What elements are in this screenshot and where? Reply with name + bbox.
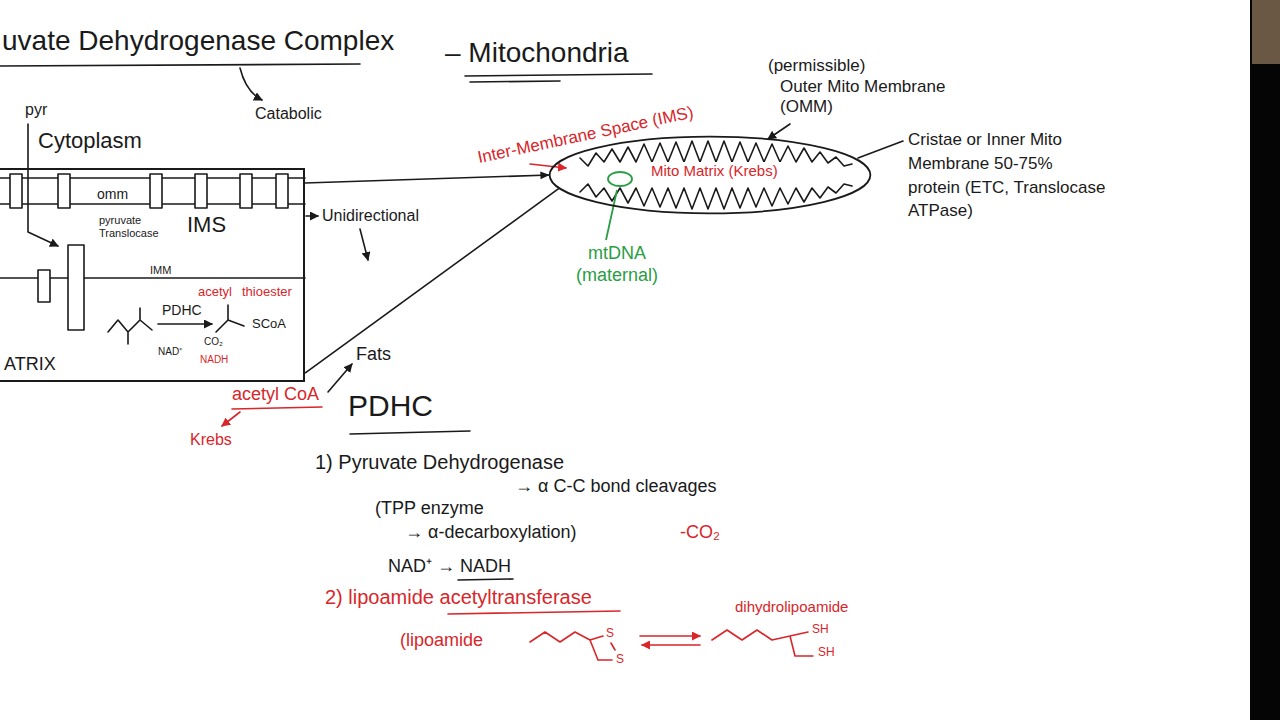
mtdna-leader xyxy=(606,190,617,240)
unidirectional-arrow xyxy=(360,229,368,260)
node-text: PDHC xyxy=(162,302,202,319)
annotation-text: S xyxy=(606,626,614,640)
title-text: uvate Dehydrogenase Complex xyxy=(2,24,394,58)
node-text: ATRIX xyxy=(4,354,56,376)
porin xyxy=(276,174,288,208)
mtdna-circle xyxy=(608,172,632,186)
node-text: IMS xyxy=(187,212,226,238)
node-text: IMM xyxy=(150,264,171,277)
arrow-head xyxy=(540,171,549,179)
dihydrolipoamide-structure xyxy=(712,630,813,656)
connector-line xyxy=(305,188,559,373)
node-text: NAD⁺ xyxy=(158,346,182,358)
annotation-text: Cytoplasm xyxy=(38,128,142,154)
equilibrium-arrow xyxy=(642,644,700,646)
equilibrium-arrow xyxy=(640,635,700,637)
cristae-leader xyxy=(858,141,903,158)
annotation-text: Inter-Membrane Space (IMS) xyxy=(476,103,696,169)
catabolic-arrow xyxy=(240,68,262,100)
acetylcoa-underline xyxy=(232,407,322,409)
pyruvate-structure xyxy=(108,308,152,344)
red-ink xyxy=(222,164,813,660)
lipoamide-structure xyxy=(530,632,615,660)
annotation-text: Catabolic xyxy=(255,104,322,123)
annotation-text: (permissible) xyxy=(768,56,865,76)
annotation-text: Outer Mito Membrane (OMM) xyxy=(780,77,970,118)
acetyl-structure xyxy=(216,305,244,332)
porin xyxy=(150,174,162,208)
video-thumbnail xyxy=(1252,0,1280,64)
annotation-text: Cristae or Inner Mito Membrane 50-75% pr… xyxy=(908,128,1108,223)
ims-arrow xyxy=(530,164,566,168)
annotation-text: acetyl CoA xyxy=(232,384,319,406)
mito-underline xyxy=(465,74,652,82)
node-text: omm xyxy=(97,186,128,203)
annotation-text: → α C-C bond cleavages xyxy=(515,476,717,498)
annotation-text: dihydrolipoamide xyxy=(735,598,848,616)
node-text: Mito Matrix (Krebs) xyxy=(648,162,781,180)
annotation-text: Krebs xyxy=(190,430,232,449)
reaction-arrow xyxy=(158,323,212,325)
annotation-text: S xyxy=(616,652,624,666)
zoom-connector xyxy=(305,188,559,373)
node-text: SCoA xyxy=(252,316,286,332)
translocase xyxy=(68,245,84,330)
node-text: NADH xyxy=(200,354,228,366)
annotation-text: -CO₂ xyxy=(680,522,720,544)
krebs-arrow xyxy=(222,412,240,426)
nadh-underline xyxy=(458,579,513,580)
annotation-text: mtDNA (maternal) xyxy=(562,243,672,286)
connector-line xyxy=(305,175,550,183)
porin xyxy=(195,174,207,208)
annotation-text: Unidirectional xyxy=(322,206,419,225)
ink-lines xyxy=(0,64,903,580)
unidirectional-arrow xyxy=(306,215,318,217)
node-text: CO₂ xyxy=(204,336,223,348)
annotation-text: 2) lipoamide acetyltransferase xyxy=(325,585,592,609)
porin xyxy=(58,174,70,208)
pdhc-underline xyxy=(350,431,470,434)
annotation-text: PDHC xyxy=(348,388,433,424)
node-text: pyruvate Translocase xyxy=(99,214,169,240)
annotation-text: SH xyxy=(812,622,829,636)
node-text: thioester xyxy=(242,284,292,300)
zoom-connector xyxy=(305,171,550,183)
zoom-box: omm pyruvate Translocase IMS IMM acetyl thioe… xyxy=(0,168,305,382)
fats-arrow xyxy=(328,364,352,392)
transferase-underline xyxy=(448,611,620,614)
porin xyxy=(10,174,22,208)
annotation-text: (lipoamide xyxy=(400,630,483,652)
annotation-text: (TPP enzyme xyxy=(375,498,484,520)
node-text: acetyl xyxy=(198,284,232,300)
annotation-text: pyr xyxy=(25,100,47,119)
ellipse-outline xyxy=(550,137,871,214)
porin xyxy=(240,174,252,208)
transporter xyxy=(38,270,50,302)
annotation-text: 1) Pyruvate Dehydrogenase xyxy=(315,450,564,474)
title-underline xyxy=(0,64,360,66)
omm-leader xyxy=(768,124,790,139)
annotation-text: NAD⁺ → NADH xyxy=(388,556,511,578)
annotation-text: SH xyxy=(818,645,835,659)
video-side-bar xyxy=(1250,0,1280,720)
annotation-text: – Mitochondria xyxy=(445,36,629,70)
annotation-text: Fats xyxy=(356,344,391,366)
mitochondrion-outline: Mito Matrix (Krebs) xyxy=(548,135,872,215)
annotation-text: → α-decarboxylation) xyxy=(405,522,576,544)
